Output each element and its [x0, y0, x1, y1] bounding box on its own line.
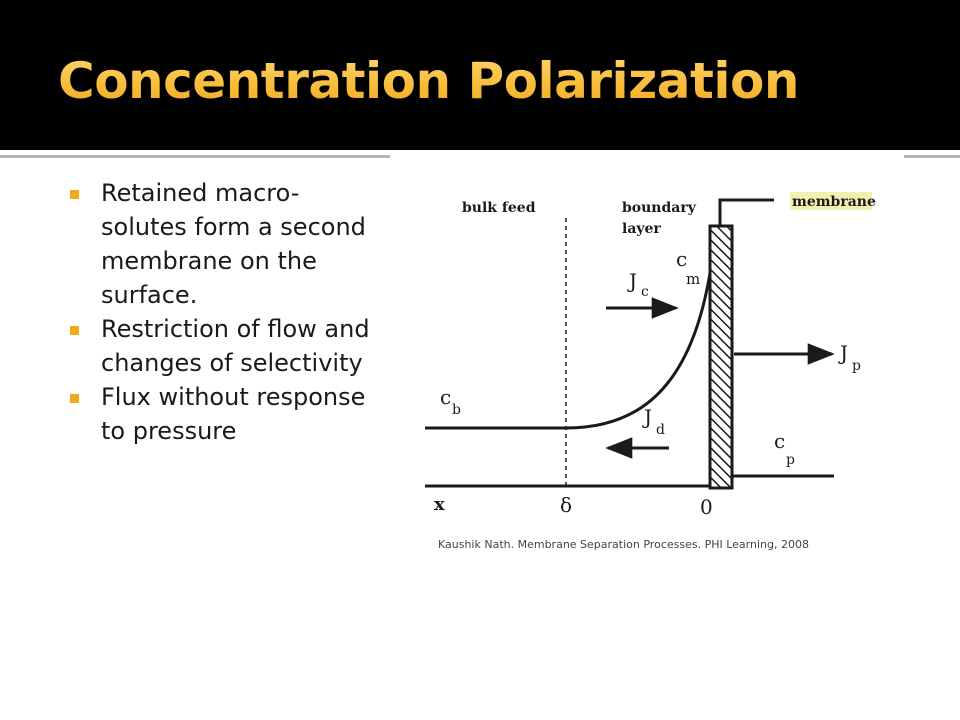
membrane-label: membrane: [792, 194, 876, 210]
bullet-text: Flux without response to pressure: [101, 383, 366, 445]
slide-title: Concentration Polarization: [58, 52, 799, 110]
citation-text: Kaushik Nath. Membrane Separation Proces…: [438, 538, 809, 551]
bullet-item: Restriction of flow and changes of selec…: [70, 312, 370, 380]
cp-label: c: [774, 429, 785, 453]
bullet-square-icon: [70, 394, 79, 403]
divider-rule-left: [0, 155, 390, 158]
cp-subscript: p: [786, 452, 795, 468]
jp-label: J: [838, 341, 848, 365]
bullet-square-icon: [70, 190, 79, 199]
bullet-text: Restriction of flow and changes of selec…: [101, 315, 370, 377]
bullet-square-icon: [70, 326, 79, 335]
bullet-item: Flux without response to pressure: [70, 380, 370, 448]
cm-label: c: [676, 247, 687, 271]
bullet-item: Retained macro-solutes form a second mem…: [70, 176, 370, 312]
jd-label: J: [642, 405, 652, 429]
cb-subscript: b: [452, 402, 461, 418]
x-axis-label: x: [434, 494, 445, 515]
concentration-profile-curve: [565, 272, 712, 430]
membrane-pointer-line: [718, 198, 774, 226]
zero-label: 0: [700, 495, 713, 519]
jc-label: J: [627, 269, 637, 293]
jc-subscript: c: [641, 284, 649, 300]
polarization-diagram: membrane bulk feed boundary layer c m J …: [425, 192, 876, 519]
boundary-layer-label-line2: layer: [622, 221, 661, 237]
jp-subscript: p: [852, 358, 861, 374]
boundary-layer-label-line1: boundary: [622, 200, 697, 216]
membrane-label-highlight: [790, 192, 872, 210]
cb-label: c: [440, 385, 451, 409]
bullet-list: Retained macro-solutes form a second mem…: [70, 176, 370, 448]
membrane-wall: [708, 224, 734, 490]
divider-rule-right: [904, 155, 960, 158]
jd-subscript: d: [656, 422, 665, 438]
bullet-text: Retained macro-solutes form a second mem…: [101, 179, 366, 309]
title-bar: Concentration Polarization: [0, 0, 960, 150]
cm-subscript: m: [686, 270, 700, 288]
bulk-feed-label: bulk feed: [462, 200, 536, 216]
delta-label: δ: [560, 493, 572, 517]
